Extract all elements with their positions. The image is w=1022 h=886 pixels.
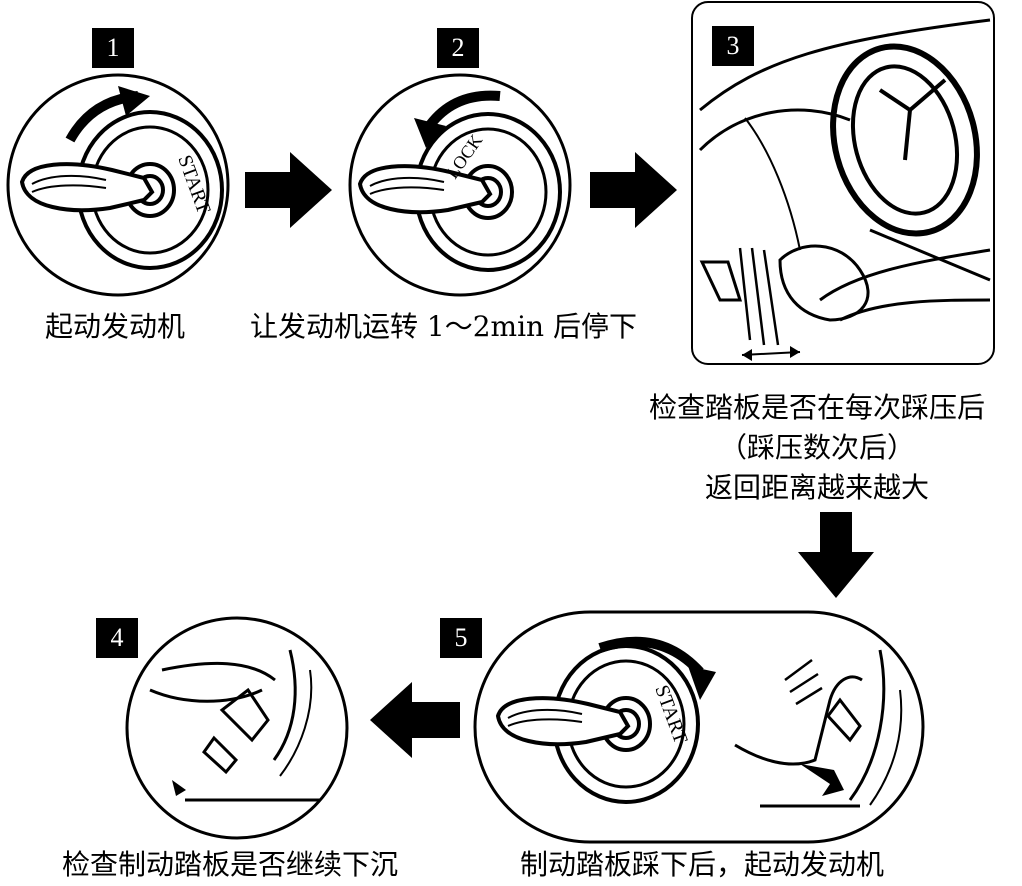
step4-number-badge: 4	[96, 618, 138, 658]
step4-illustration	[125, 616, 349, 840]
step3-illustration	[691, 1, 995, 365]
right-arrow-icon	[245, 152, 332, 228]
step3-caption-line2: （踩压数次后）	[718, 431, 915, 464]
step5-illustration: START	[473, 610, 925, 844]
clockwise-arrow-icon	[118, 86, 150, 116]
step3-caption-line1: 检查踏板是否在每次踩压后	[648, 391, 985, 424]
down-arrow-icon	[798, 512, 874, 598]
left-arrow-icon	[370, 682, 460, 758]
step1-number-badge: 1	[92, 28, 134, 68]
step4-caption: 检查制动踏板是否继续下沉	[62, 848, 399, 881]
step2-caption: 让发动机运转 1～2min 后停下	[250, 310, 637, 343]
step3-caption-line3: 返回距离越来越大	[704, 471, 929, 504]
step5-caption: 制动踏板踩下后，起动发动机	[520, 848, 885, 881]
step3-number-badge: 3	[712, 26, 754, 66]
clockwise-arrow-icon	[688, 666, 716, 700]
step1-illustration: START	[6, 73, 230, 297]
counterclockwise-arrow-icon	[414, 118, 446, 148]
step5-number-badge: 5	[440, 618, 482, 658]
step2-illustration: LOCK	[348, 73, 572, 297]
step2-number-badge: 2	[437, 28, 479, 68]
right-arrow-icon	[590, 152, 677, 228]
step3-caption: 检查踏板是否在每次踩压后 （踩压数次后） 返回距离越来越大	[612, 388, 1022, 508]
step1-caption: 起动发动机	[45, 310, 186, 343]
